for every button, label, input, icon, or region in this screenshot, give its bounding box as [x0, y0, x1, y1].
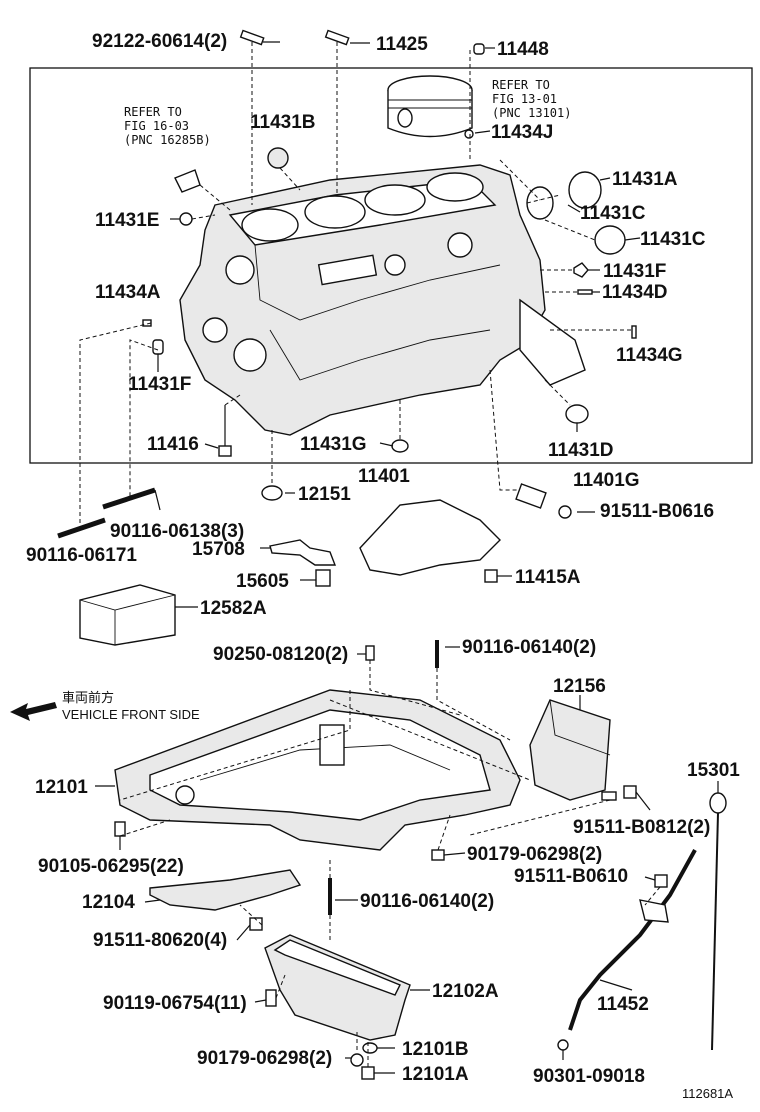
label-11431F-right: 11431F	[603, 261, 666, 282]
bolts	[114, 785, 668, 1080]
label-91511-B0610: 91511-B0610	[514, 866, 628, 887]
label-11401G: 11401G	[573, 470, 640, 491]
label-90116-06138: 90116-06138(3)	[110, 521, 244, 542]
label-11434A: 11434A	[95, 282, 161, 303]
label-90250-08120: 90250-08120(2)	[213, 644, 348, 665]
reference-notes: REFER TO FIG 16-03 (PNC 16285B) REFER TO…	[62, 78, 571, 722]
label-90301-09018: 90301-09018	[533, 1066, 645, 1087]
refer-fig-13-line1: REFER TO	[492, 78, 550, 92]
label-11431D: 11431D	[548, 440, 614, 461]
dipstick-assembly	[568, 792, 727, 1051]
label-11448: 11448	[497, 39, 549, 60]
label-11434D: 11434D	[602, 282, 668, 303]
refer-fig-16-line3: (PNC 16285B)	[124, 133, 211, 147]
label-11431B: 11431B	[250, 112, 316, 133]
piston-illustration	[387, 75, 473, 138]
part-labels: 92122-60614(2) 11425 11448 11431B 11434J…	[26, 31, 740, 1087]
refer-fig-16-line2: FIG 16-03	[124, 119, 189, 133]
label-11434J: 11434J	[491, 122, 553, 143]
label-11431C-lower: 11431C	[640, 229, 706, 250]
label-12582A: 12582A	[200, 598, 267, 619]
assembly-lines	[79, 42, 661, 1067]
label-11434G: 11434G	[616, 345, 683, 366]
label-90116-06171: 90116-06171	[26, 545, 137, 566]
label-15301: 15301	[687, 760, 740, 781]
label-90119-06754: 90119-06754(11)	[103, 993, 247, 1014]
figure-id: 112681A	[682, 1086, 733, 1101]
studs	[57, 487, 156, 539]
label-11431C-upper: 11431C	[580, 203, 646, 224]
vehicle-front-arrow-icon	[10, 702, 57, 721]
label-12156: 12156	[553, 676, 606, 697]
label-11452: 11452	[597, 994, 649, 1015]
small-parts	[142, 29, 637, 519]
label-12101B: 12101B	[402, 1039, 469, 1060]
refer-fig-13-line2: FIG 13-01	[492, 92, 557, 106]
label-11415A: 11415A	[515, 567, 581, 588]
refer-fig-13-line3: (PNC 13101)	[492, 106, 571, 120]
label-11431F-left: 11431F	[128, 374, 191, 395]
cylinder-block-illustration	[179, 164, 586, 436]
label-11416: 11416	[147, 434, 199, 455]
vehicle-front-en: VEHICLE FRONT SIDE	[62, 707, 200, 722]
vehicle-front-jp: 車両前方	[62, 690, 114, 705]
label-11425: 11425	[376, 34, 428, 55]
label-90179-06298-upper: 90179-06298(2)	[467, 844, 602, 865]
part-12582A	[79, 584, 176, 646]
label-12151: 12151	[298, 484, 351, 505]
refer-fig-16-line1: REFER TO	[124, 105, 182, 119]
label-11431A: 11431A	[612, 169, 678, 190]
label-12102A: 12102A	[432, 981, 499, 1002]
label-12104: 12104	[82, 892, 135, 913]
label-15605: 15605	[236, 571, 289, 592]
label-91511-B0812: 91511-B0812(2)	[573, 817, 710, 838]
label-90105-06295: 90105-06295(22)	[38, 856, 184, 877]
label-90116-06140-lower: 90116-06140(2)	[360, 891, 494, 912]
label-91511-80620: 91511-80620(4)	[93, 930, 227, 951]
plate-12104	[149, 869, 302, 911]
oil-pan-studs	[365, 640, 439, 668]
lower-oil-pan-12102A	[264, 934, 411, 1041]
label-12101A: 12101A	[402, 1064, 469, 1085]
label-11431E: 11431E	[95, 210, 159, 231]
oil-pan-illustration	[114, 689, 521, 851]
bracket-parts	[269, 499, 501, 587]
label-11431G: 11431G	[300, 434, 367, 455]
cylinder-block-frame	[29, 67, 753, 464]
label-90116-06140-upper: 90116-06140(2)	[462, 637, 596, 658]
baffle-12156	[529, 699, 611, 801]
label-92122-60614: 92122-60614(2)	[92, 31, 227, 52]
label-11401: 11401	[358, 466, 410, 487]
label-12101: 12101	[35, 777, 88, 798]
label-15708: 15708	[192, 539, 245, 560]
label-90179-06298-lower: 90179-06298(2)	[197, 1048, 332, 1069]
leader-lines	[95, 41, 719, 1074]
label-91511-B0616: 91511-B0616	[600, 501, 714, 522]
